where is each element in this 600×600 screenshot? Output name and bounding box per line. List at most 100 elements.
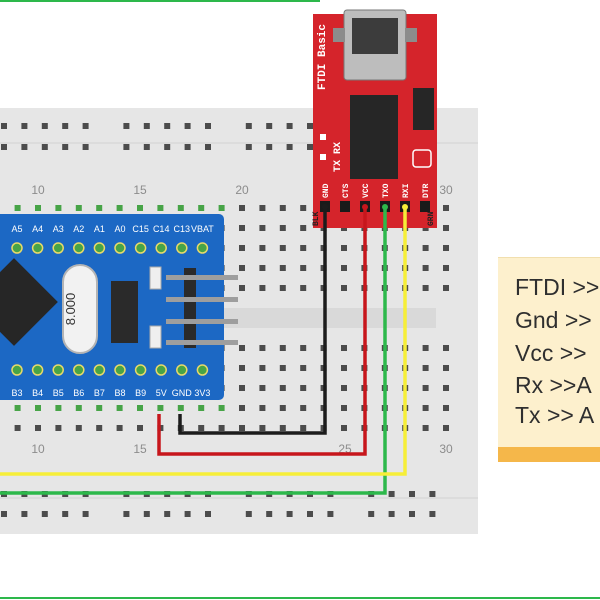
breadboard-hole xyxy=(259,385,266,391)
pin-pad xyxy=(52,242,64,254)
pin-label: VBAT xyxy=(191,224,214,234)
breadboard-hole xyxy=(259,405,266,411)
breadboard-hole xyxy=(137,205,143,211)
breadboard-hole xyxy=(300,245,307,251)
wire-end xyxy=(402,204,408,210)
breadboard-hole xyxy=(266,144,273,150)
pin-pad xyxy=(31,364,44,376)
breadboard-hole xyxy=(75,405,82,411)
ftdi-pin-label: DTR xyxy=(422,183,431,198)
breadboard-hole xyxy=(300,345,307,351)
breadboard-hole xyxy=(239,405,245,411)
pin-label: A5 xyxy=(11,224,22,234)
breadboard-hole xyxy=(35,425,41,431)
breadboard-hole xyxy=(443,385,449,391)
breadboard-hole xyxy=(422,265,429,271)
pin-pad xyxy=(73,364,85,376)
pin-pad xyxy=(176,242,188,254)
breadboard-hole xyxy=(429,491,436,497)
breadboard-hole xyxy=(259,425,266,431)
pin-label: B4 xyxy=(32,388,43,398)
breadboard-hole xyxy=(409,491,415,497)
wire-end xyxy=(382,204,388,210)
jumper-block xyxy=(149,325,162,349)
breadboard-hole xyxy=(123,511,130,517)
breadboard-hole xyxy=(279,385,286,391)
breadboard-hole xyxy=(21,123,28,129)
pin-pad xyxy=(155,242,167,254)
column-number: 15 xyxy=(133,442,147,456)
breadboard-hole xyxy=(307,144,313,150)
column-number: 30 xyxy=(439,183,453,197)
breadboard-hole xyxy=(35,405,41,411)
breadboard-hole xyxy=(164,511,171,517)
breadboard-hole xyxy=(75,205,82,211)
breadboard-hole xyxy=(177,405,184,411)
pin-label: B9 xyxy=(135,388,146,398)
breadboard-hole xyxy=(35,205,41,211)
ftdi-pin-label: TXO xyxy=(382,183,391,198)
breadboard-hole xyxy=(245,511,252,517)
breadboard-hole xyxy=(300,205,307,211)
header-pin xyxy=(166,340,238,345)
breadboard-hole xyxy=(239,245,245,251)
breadboard-hole xyxy=(198,205,205,211)
breadboard-hole xyxy=(388,511,395,517)
jumper-block xyxy=(149,266,162,290)
breadboard-hole xyxy=(443,345,449,351)
pin-pad xyxy=(11,364,23,376)
breadboard-hole xyxy=(1,511,7,517)
breadboard-hole xyxy=(41,144,48,150)
breadboard-hole xyxy=(198,405,205,411)
breadboard-hole xyxy=(116,425,123,431)
breadboard-hole xyxy=(422,345,429,351)
breadboard-hole xyxy=(286,123,293,129)
breadboard-hole xyxy=(279,225,286,231)
breadboard-hole xyxy=(239,345,245,351)
usb-tab xyxy=(405,28,417,42)
breadboard-hole xyxy=(327,511,334,517)
breadboard-hole xyxy=(422,405,429,411)
pin-label: 5V xyxy=(156,388,167,398)
breadboard-hole xyxy=(286,511,293,517)
breadboard-hole xyxy=(75,425,82,431)
breadboard-hole xyxy=(279,365,286,371)
ftdi-pin-label: CTS xyxy=(342,183,351,198)
breadboard-hole xyxy=(443,265,449,271)
breadboard-hole xyxy=(422,425,429,431)
breadboard-hole xyxy=(422,285,429,291)
breadboard-hole xyxy=(82,144,89,150)
breadboard-hole xyxy=(259,345,266,351)
breadboard-hole xyxy=(62,123,69,129)
breadboard-hole xyxy=(259,205,266,211)
note-line: FTDI >> xyxy=(515,274,600,300)
breadboard-hole xyxy=(279,285,286,291)
breadboard-hole xyxy=(266,123,273,129)
pin-pad xyxy=(114,242,126,254)
breadboard-hole xyxy=(1,144,7,150)
note-line: Tx >> A xyxy=(515,402,595,428)
pin-pad xyxy=(134,242,147,254)
pin-label: A4 xyxy=(32,224,43,234)
pin-label: A1 xyxy=(94,224,105,234)
breadboard-hole xyxy=(218,405,225,411)
crystal xyxy=(62,264,98,354)
breadboard-hole xyxy=(41,123,48,129)
led-rx xyxy=(320,134,326,140)
breadboard-hole xyxy=(157,405,164,411)
breadboard-hole xyxy=(300,365,307,371)
breadboard-hole xyxy=(422,245,429,251)
crystal-label: 8.000 xyxy=(63,293,78,326)
breadboard-hole xyxy=(205,144,211,150)
ftdi-title: FTDI Basic xyxy=(317,24,329,90)
breadboard-hole xyxy=(123,144,130,150)
pin-label: 3V3 xyxy=(194,388,210,398)
header-pin xyxy=(166,319,238,324)
breadboard-hole xyxy=(205,511,211,517)
breadboard-hole xyxy=(164,123,171,129)
breadboard-hole xyxy=(205,123,211,129)
breadboard-hole xyxy=(143,511,150,517)
